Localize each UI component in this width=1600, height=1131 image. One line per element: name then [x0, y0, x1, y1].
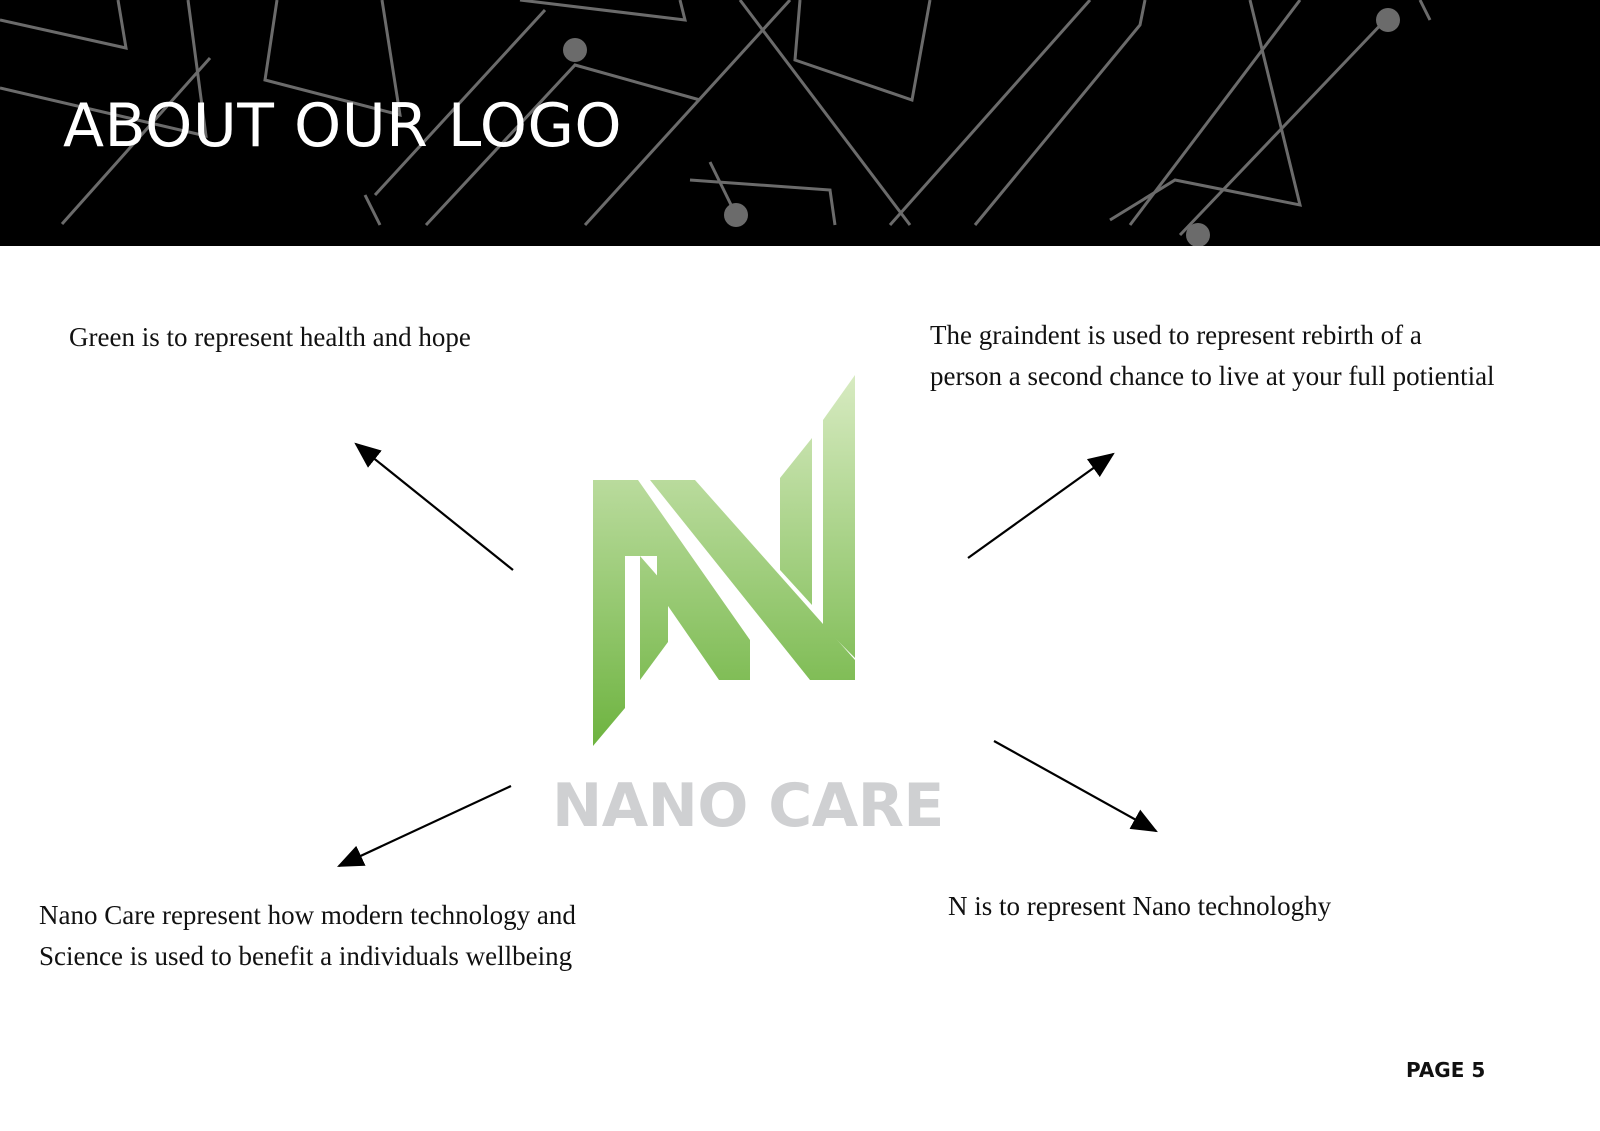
note-green-health-hope: Green is to represent health and hope — [69, 317, 471, 358]
note-line: Green is to represent health and hope — [69, 322, 471, 352]
note-line: Nano Care represent how modern technolog… — [39, 900, 576, 930]
page-number: PAGE 5 — [1406, 1058, 1486, 1082]
arrow-to-top-right-note — [967, 452, 1115, 559]
page-title: ABOUT OUR LOGO — [63, 91, 623, 161]
green-n-logo-icon — [593, 375, 855, 746]
arrow-to-bottom-left-note — [337, 785, 512, 867]
note-gradient-rebirth: The graindent is used to represent rebir… — [930, 315, 1495, 397]
note-line: The graindent is used to represent rebir… — [930, 320, 1422, 350]
note-line: Science is used to benefit a individuals… — [39, 941, 573, 971]
note-n-nano-technology: N is to represent Nano technologhy — [948, 886, 1331, 927]
arrow-to-bottom-right-note — [993, 740, 1158, 833]
note-line: N is to represent Nano technologhy — [948, 891, 1332, 921]
circuit-pattern-background — [0, 0, 1432, 246]
header-banner: ABOUT OUR LOGO — [0, 0, 1600, 246]
arrow-to-top-left-note — [354, 442, 514, 571]
nano-care-wordmark: NANO CARE — [552, 771, 944, 841]
note-line: person a second chance to live at your f… — [930, 361, 1495, 391]
note-nano-care-meaning: Nano Care represent how modern technolog… — [39, 895, 576, 977]
